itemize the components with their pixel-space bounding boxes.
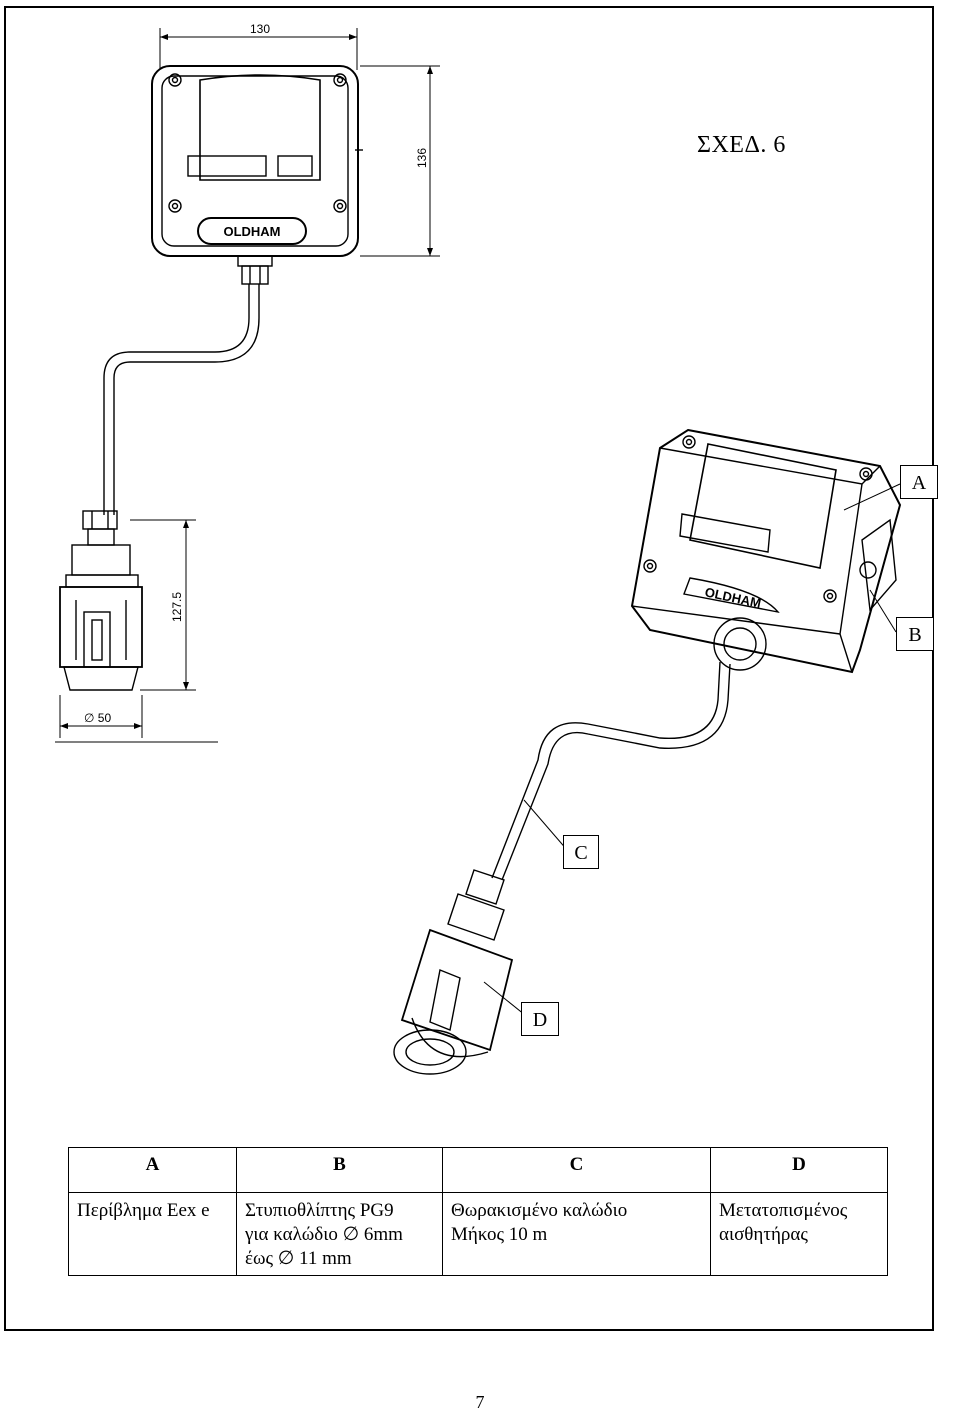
brand-label-front: OLDHAM bbox=[223, 224, 280, 239]
legend-cell-c: Θωρακισμένο καλώδιο Μήκος 10 m bbox=[442, 1192, 711, 1276]
legend-b-line: Στυπιοθλίπτης PG9 bbox=[245, 1200, 394, 1221]
housing-isometric bbox=[630, 428, 902, 674]
dimension-width-130 bbox=[159, 28, 358, 70]
dim-text-diameter: ∅ 50 bbox=[84, 711, 111, 725]
dim-text-height: 136 bbox=[415, 148, 429, 168]
legend-body-row: Περίβλημα Eex e Στυπιοθλίπτης PG9 για κα… bbox=[68, 1192, 888, 1276]
legend-header-a: A bbox=[68, 1147, 237, 1193]
callout-leaders bbox=[483, 483, 901, 1020]
dimension-height-136 bbox=[360, 65, 440, 257]
legend-d-line: Μετατοπισμένος bbox=[719, 1200, 848, 1221]
page-frame bbox=[4, 6, 934, 1331]
legend-b-line: έως ∅ 11 mm bbox=[245, 1248, 352, 1269]
legend-cell-d: Μετατοπισμένος αισθητήρας bbox=[710, 1192, 888, 1276]
legend-cell-a: Περίβλημα Eex e bbox=[68, 1192, 237, 1276]
armoured-cable-top bbox=[103, 284, 260, 515]
technical-drawing: 130 136 127.5 ∅ 50 OLDHAM OLDHAM bbox=[55, 22, 902, 1075]
page-number: 7 bbox=[475, 1392, 485, 1412]
legend-header-d: D bbox=[710, 1147, 888, 1193]
dimension-sensor-127-5 bbox=[130, 519, 196, 691]
dim-text-width: 130 bbox=[250, 22, 270, 36]
legend-header-b: B bbox=[236, 1147, 443, 1193]
armoured-cable-iso bbox=[491, 661, 731, 881]
legend-d-line: αισθητήρας bbox=[719, 1224, 808, 1245]
sensor-isometric bbox=[393, 869, 514, 1075]
figure-title: ΣΧΕΔ. 6 bbox=[697, 132, 786, 158]
legend-b-line: για καλώδιο ∅ 6mm bbox=[245, 1224, 403, 1245]
legend-c-line: Μήκος 10 m bbox=[451, 1224, 548, 1245]
legend-header-c: C bbox=[442, 1147, 711, 1193]
legend-table: A B C D Περίβλημα Eex e Στυπιοθλίπτης PG… bbox=[68, 1147, 888, 1276]
callout-d: D bbox=[521, 1002, 559, 1036]
callout-a: A bbox=[900, 465, 938, 499]
dimension-sensor-diameter bbox=[55, 695, 218, 743]
legend-cell-b: Στυπιοθλίπτης PG9 για καλώδιο ∅ 6mm έως … bbox=[236, 1192, 443, 1276]
cable-gland-top bbox=[237, 255, 273, 285]
dim-text-sensor: 127.5 bbox=[170, 592, 184, 622]
legend-header-row: A B C D bbox=[68, 1147, 888, 1193]
callout-c: C bbox=[563, 835, 599, 869]
legend-a-line: Περίβλημα Eex e bbox=[77, 1200, 210, 1221]
legend-c-line: Θωρακισμένο καλώδιο bbox=[451, 1200, 628, 1221]
sensor-front-view bbox=[59, 510, 143, 691]
callout-b: B bbox=[896, 617, 934, 651]
